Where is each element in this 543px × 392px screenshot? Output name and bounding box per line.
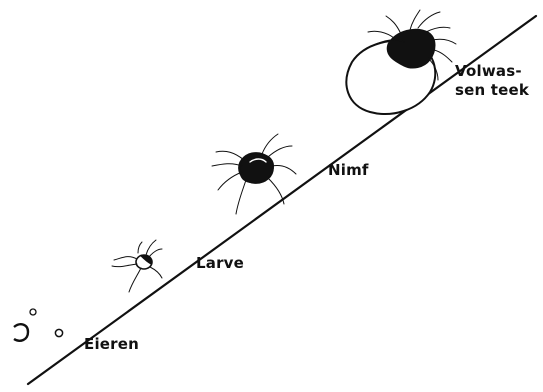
label-larva: Larve bbox=[196, 254, 245, 272]
nymph-leg bbox=[235, 179, 247, 215]
adult-leg bbox=[417, 11, 441, 29]
larva-leg bbox=[149, 266, 163, 279]
larva-illustration bbox=[111, 239, 163, 293]
growth-line bbox=[26, 14, 538, 386]
nymph-leg bbox=[267, 145, 293, 158]
larva-leg bbox=[145, 239, 157, 256]
larva-leg bbox=[148, 248, 163, 258]
larva-mouthpart bbox=[137, 241, 143, 254]
egg-small bbox=[29, 308, 37, 316]
adult-leg bbox=[367, 30, 395, 39]
adult-leg bbox=[425, 26, 451, 33]
adult-tick-illustration bbox=[345, 9, 457, 115]
eggs-illustration bbox=[13, 308, 64, 342]
adult-leg bbox=[385, 15, 401, 33]
larva-leg bbox=[113, 256, 138, 261]
larva-leg bbox=[128, 267, 142, 293]
nymph-leg bbox=[217, 171, 243, 191]
adult-leg bbox=[427, 57, 439, 81]
adult-leg bbox=[433, 49, 453, 63]
nymph-leg bbox=[211, 163, 243, 167]
nymph-leg bbox=[215, 150, 245, 161]
adult-body-stripe bbox=[371, 39, 405, 47]
egg-large bbox=[13, 323, 30, 342]
label-eggs: Eieren bbox=[84, 335, 140, 353]
nymph-illustration bbox=[211, 133, 297, 215]
adult-leg bbox=[409, 9, 421, 31]
adult-leg bbox=[431, 38, 457, 45]
larva-leg bbox=[111, 263, 138, 268]
label-adult-tick: Volwas- sen teek bbox=[455, 62, 529, 100]
label-adult-line1: Volwas- bbox=[455, 62, 522, 80]
larva-shield bbox=[140, 255, 152, 265]
nymph-leg bbox=[267, 177, 285, 205]
label-adult-line2: sen teek bbox=[455, 81, 530, 99]
nymph-leg bbox=[261, 133, 279, 155]
egg-medium bbox=[54, 328, 64, 338]
nymph-leg bbox=[271, 165, 297, 175]
label-nymph: Nimf bbox=[328, 161, 369, 179]
nymph-highlight bbox=[249, 158, 267, 163]
